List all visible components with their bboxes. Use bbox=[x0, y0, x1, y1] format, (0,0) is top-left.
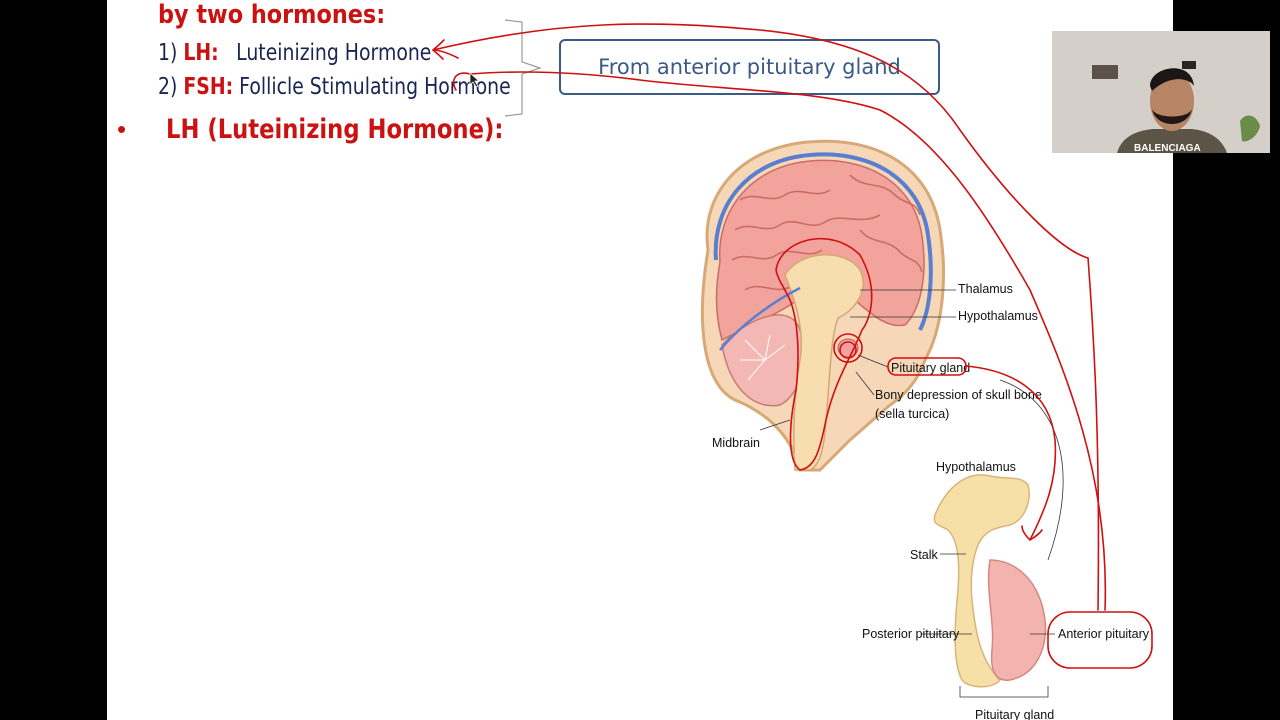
source-note-box: From anterior pituitary gland bbox=[559, 39, 940, 95]
webcam-feed: BALENCIAGA bbox=[1052, 31, 1270, 153]
bracket-icon bbox=[504, 19, 542, 117]
hormone-item-lh: 1) LH: Luteinizing Hormone bbox=[158, 40, 431, 66]
hormone-number: 2) bbox=[158, 74, 178, 100]
pituitary-closeup-illustration bbox=[933, 474, 1047, 688]
brain-illustration bbox=[700, 139, 945, 472]
label-pituitary-gland-closeup: Pituitary gland bbox=[975, 708, 1054, 720]
hormone-name: Follicle Stimulating Hormone bbox=[239, 74, 511, 100]
hormone-name: Luteinizing Hormone bbox=[236, 40, 432, 66]
label-hypothalamus: Hypothalamus bbox=[958, 309, 1038, 323]
mouse-cursor-icon bbox=[469, 72, 481, 88]
label-bony-depression: Bony depression of skull bone bbox=[875, 388, 1042, 402]
lh-heading: LH (Luteinizing Hormone): bbox=[166, 114, 504, 145]
label-stalk: Stalk bbox=[910, 548, 939, 562]
hormone-abbr: LH: bbox=[183, 40, 219, 66]
label-pituitary-gland: Pituitary gland bbox=[891, 361, 970, 375]
label-anterior-pituitary: Anterior pituitary bbox=[1058, 627, 1150, 641]
hormone-item-fsh: 2) FSH: Follicle Stimulating Hormone bbox=[158, 74, 511, 100]
bullet-icon: • bbox=[117, 114, 127, 144]
slide: by two hormones: 1) LH: Luteinizing Horm… bbox=[107, 0, 1173, 720]
label-thalamus: Thalamus bbox=[958, 282, 1013, 296]
label-midbrain: Midbrain bbox=[712, 436, 760, 450]
label-posterior-pituitary: Posterior pituitary bbox=[862, 627, 960, 641]
label-sella-turcica: (sella turcica) bbox=[875, 407, 949, 421]
red-annotations bbox=[432, 23, 1153, 669]
shirt-brand-text: BALENCIAGA bbox=[1134, 143, 1201, 153]
label-hypothalamus-closeup: Hypothalamus bbox=[936, 460, 1016, 474]
slide-subtitle: by two hormones: bbox=[158, 0, 386, 30]
hormone-abbr: FSH: bbox=[183, 74, 234, 100]
presenter-video bbox=[1052, 31, 1270, 153]
hormone-number: 1) bbox=[158, 40, 178, 66]
